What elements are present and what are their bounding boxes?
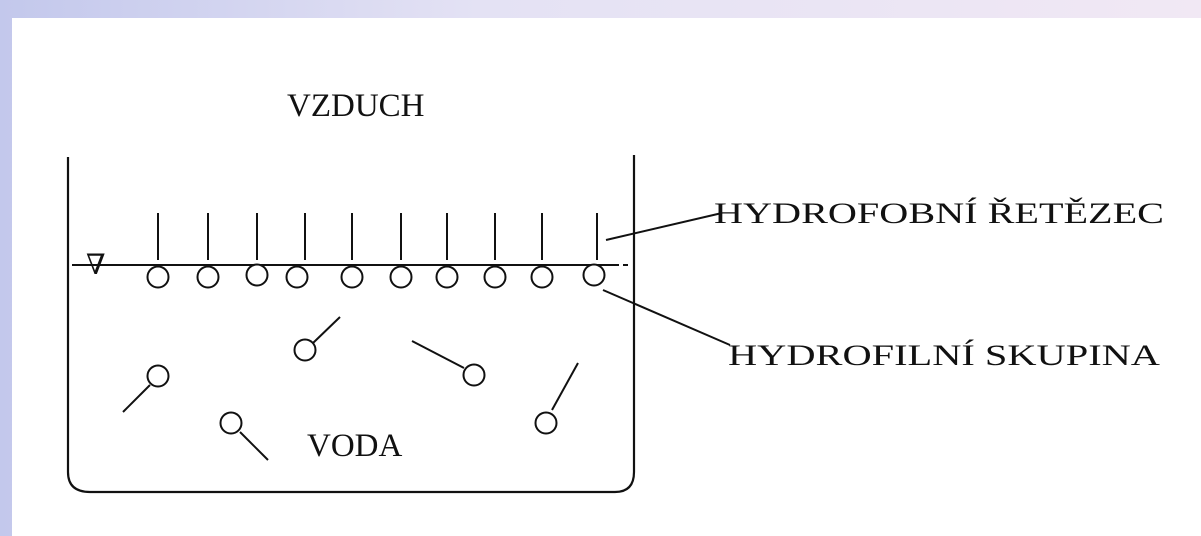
surface-head [435, 265, 459, 289]
surface-head [340, 265, 364, 289]
surface-head [389, 265, 413, 289]
container-outline [66, 155, 636, 494]
hydrophilic-group-label: HYDROFILNÍ SKUPINA [728, 339, 1160, 372]
surface-head [146, 265, 170, 289]
water-label: VODA [307, 428, 402, 464]
dispersed-molecule [219, 411, 269, 461]
surface-head [196, 265, 220, 289]
surface-head [245, 263, 269, 287]
dispersed-molecule [411, 340, 486, 387]
air-label: VZDUCH [287, 88, 425, 124]
hydrophilic-leader-line [602, 289, 731, 346]
surface-head [582, 263, 606, 287]
dispersed-molecule [534, 362, 579, 435]
hydrophobic-chain-label: HYDROFOBNÍ ŘETĚZEC [714, 197, 1164, 230]
surface-head [285, 265, 309, 289]
surface-head [483, 265, 507, 289]
hydrophobic-leader-line [605, 212, 723, 241]
surface-heads [146, 263, 606, 289]
water-level-symbol: ∇ [86, 250, 106, 281]
surface-head [530, 265, 554, 289]
dispersed-molecules [122, 316, 579, 461]
dispersed-molecule [293, 316, 341, 362]
surface-chains [157, 213, 598, 260]
dispersed-molecule [122, 364, 170, 413]
